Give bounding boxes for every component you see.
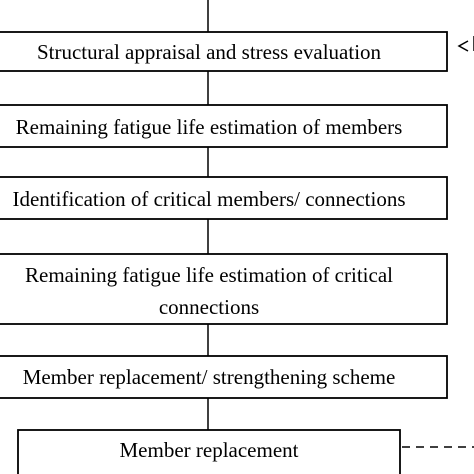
- label-member-replacement: Member replacement: [120, 438, 299, 462]
- feedback-arrow: [457, 36, 474, 52]
- label-remaining-fatigue-members: Remaining fatigue life estimation of mem…: [16, 115, 403, 139]
- box-remaining-fatigue-connections: [0, 253, 448, 325]
- label-remaining-fatigue-connections-line1: Remaining fatigue life estimation of cri…: [25, 263, 393, 287]
- box-replacement-scheme: [0, 355, 448, 399]
- box-remaining-fatigue-members: [0, 104, 448, 148]
- label-identification-critical: Identification of critical members/ conn…: [12, 187, 405, 211]
- label-remaining-fatigue-connections-line2: connections: [159, 295, 259, 319]
- boxes: [0, 31, 448, 474]
- feedback-arrowhead-icon: [457, 40, 469, 52]
- label-structural-appraisal: Structural appraisal and stress evaluati…: [37, 40, 382, 64]
- labels: Structural appraisal and stress evaluati…: [12, 40, 405, 462]
- label-replacement-scheme: Member replacement/ strengthening scheme: [23, 365, 396, 389]
- box-member-replacement: [17, 429, 401, 474]
- box-identification-critical: [0, 176, 448, 220]
- box-structural-appraisal: [0, 31, 448, 72]
